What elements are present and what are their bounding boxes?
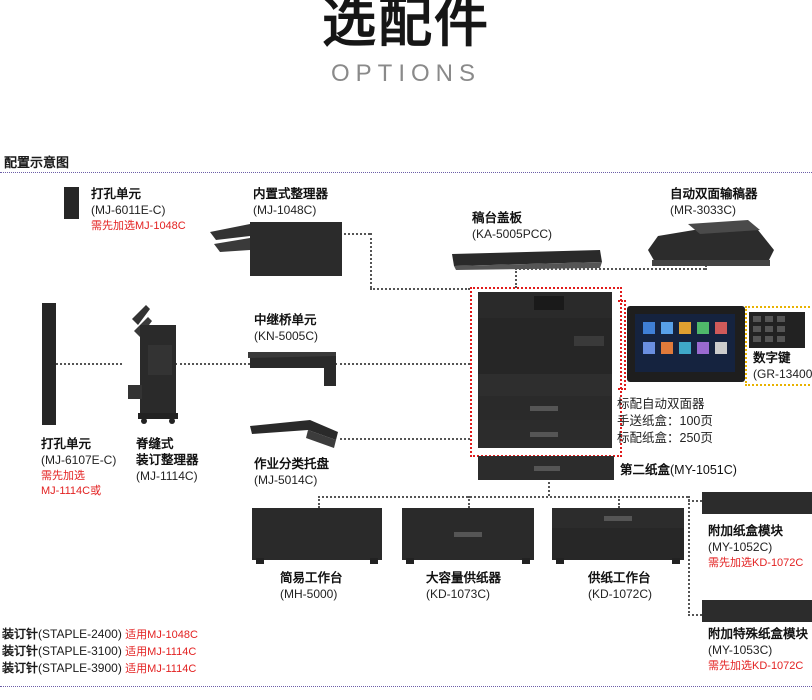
bypass-tray-label: 手送纸盒：100页 [617,414,713,428]
add-special-tray-note: 需先加选KD-1072C [708,660,804,672]
connector-line [318,496,688,498]
page-title: 选配件 [322,0,490,54]
connector-line [618,496,620,508]
add-tray-code: (MY-1052C) [708,540,773,554]
add-tray-image [702,492,812,514]
simple-stand-code: (MH-5000) [280,587,338,601]
saddle-finisher-image [128,305,178,424]
feed-stand-image [552,508,684,564]
bridge-unit-code: (KN-5005C) [254,329,319,343]
second-tray-name: 第二纸盒(MY-1051C) [620,463,737,477]
connector-line [688,496,690,616]
job-tray-image [250,420,338,448]
punch-unit-top-image [64,187,79,219]
section-divider-top [0,172,812,173]
punch-unit-left-note: 需先加选 [41,470,85,482]
feed-stand-name: 供纸工作台 [588,571,651,585]
add-special-tray-name: 附加特殊纸盒模块 [708,627,809,641]
job-tray-name: 作业分类托盘 [254,457,330,471]
platen-cover-code: (KA-5005PCC) [472,227,553,241]
standard-duplex-label: 标配自动双面器 [617,397,705,411]
connector-line [175,363,250,365]
connector-line [688,614,702,616]
feed-stand-code: (KD-1072C) [588,587,653,601]
dadf-image [648,220,774,266]
connector-line [370,288,470,290]
inner-finisher-code: (MJ-1048C) [253,203,317,217]
connector-line [370,233,372,288]
saddle-finisher-code: (MJ-1114C) [136,469,198,483]
staple-item: 装订针(STAPLE-3100) 适用MJ-1114C [2,644,197,658]
bridge-unit-image [248,352,336,386]
job-tray-code: (MJ-5014C) [254,473,318,487]
punch-unit-left-code: (MJ-6107E-C) [41,453,117,467]
add-special-tray-image [702,600,812,622]
punch-unit-left-name: 打孔单元 [41,437,92,451]
lcf-image [402,508,534,564]
connector-line [515,268,705,270]
punch-unit-top-code: (MJ-6011E-C) [91,203,166,217]
add-tray-name: 附加纸盒模块 [708,524,784,538]
connector-line [515,268,517,288]
punch-unit-left-note: MJ-1114C或 [41,485,102,497]
inner-finisher-image [210,222,342,276]
keypad-name: 数字键 [753,351,791,365]
lcf-name: 大容量供纸器 [426,571,502,585]
dadf-code: (MR-3033C) [670,203,737,217]
connector-line [688,500,702,502]
punch-unit-left-image [42,303,56,425]
saddle-finisher-name: 脊缝式 [136,437,174,451]
connector-line [548,482,550,496]
keypad-highlight [745,306,812,386]
second-tray-image [478,456,614,480]
keypad-code: (GR-13400 [753,367,812,381]
dadf-name: 自动双面输稿器 [670,187,758,201]
connector-line [335,363,470,365]
page-subtitle: OPTIONS [330,60,481,87]
connector-line [56,363,122,365]
section-divider-bottom [0,686,812,687]
staple-item: 装订针(STAPLE-2400) 适用MJ-1048C [2,627,198,641]
lcf-code: (KD-1073C) [426,587,491,601]
add-tray-note: 需先加选KD-1072C [708,557,804,569]
connector-line [340,438,470,440]
bridge-unit-name: 中继桥单元 [254,313,317,327]
punch-unit-top-note: 需先加选MJ-1048C [91,220,186,232]
staple-item: 装订针(STAPLE-3900) 适用MJ-1114C [2,661,197,675]
punch-unit-top-name: 打孔单元 [91,187,142,201]
add-special-tray-code: (MY-1053C) [708,643,773,657]
connector-line [318,496,320,508]
standard-tray-label: 标配纸盒：250页 [617,431,713,445]
keypad-image [749,312,805,348]
control-panel-image [627,306,745,382]
saddle-finisher-name: 装订整理器 [136,453,199,467]
section-title: 配置示意图 [4,155,70,170]
connector-line [340,233,370,235]
inner-finisher-name: 内置式整理器 [253,187,329,201]
connector-line [468,496,470,508]
platen-cover-name: 稿台盖板 [472,211,523,225]
panel-highlight [618,300,626,390]
platen-cover-image [452,250,602,270]
mfp-main-image [478,292,612,448]
simple-stand-name: 简易工作台 [280,571,343,585]
simple-stand-image [252,508,382,564]
